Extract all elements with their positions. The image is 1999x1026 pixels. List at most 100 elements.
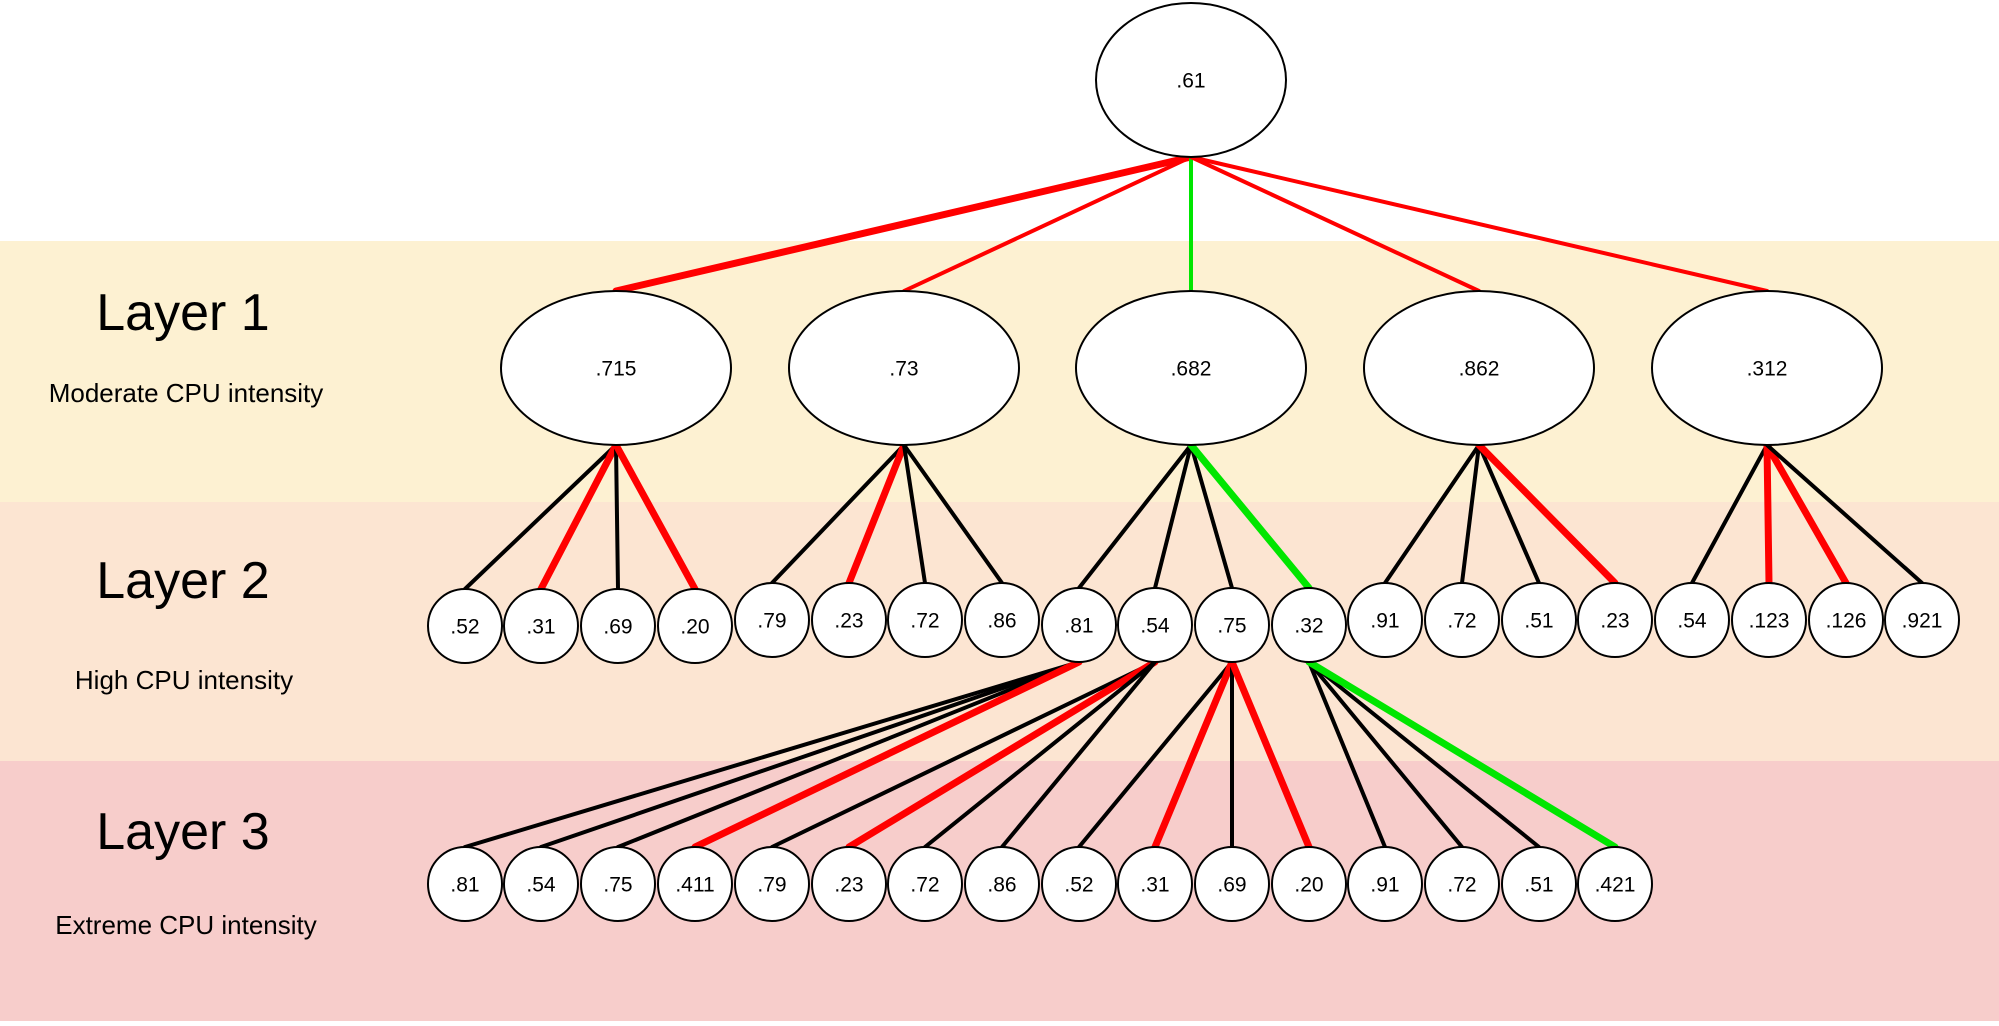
node-label-l2-3: .20 [680,616,709,639]
node-label-l3-10: .69 [1217,874,1246,897]
node-shape-l2-4 [734,582,810,658]
node-shape-l3-3 [657,846,733,922]
node-label-l2-4: .79 [757,610,786,633]
edge-l1-3-to-l2-15 [1475,441,1619,587]
node-label-l2-16: .54 [1677,610,1707,633]
node-shape-l2-8 [1041,587,1117,663]
tree-node-l3-7: .86 [964,846,1040,922]
edge-l1-2-to-l2-10 [1189,443,1234,590]
node-shape-l3-13 [1424,846,1500,922]
node-label-l2-17: .123 [1749,610,1790,633]
edge-l2-8-to-l3-2 [616,660,1081,849]
node-shape-l2-16 [1654,582,1730,658]
tree-node-l3-2: .75 [580,846,656,922]
edge-l1-1-to-l2-5 [845,441,908,587]
edge-l1-4-to-l2-19 [1765,443,1924,585]
node-label-l2-15: .23 [1600,610,1629,633]
node-label-l2-10: .75 [1217,615,1246,638]
node-label-l2-13: .72 [1447,610,1476,633]
tree-node-l3-11: .20 [1271,846,1347,922]
node-shape-l2-15 [1577,582,1653,658]
node-label-l1-2: .682 [1171,358,1212,381]
tree-node-l2-11: .32 [1271,587,1347,663]
node-label-l1-4: .312 [1747,358,1788,381]
tree-node-l2-18: .126 [1808,582,1884,658]
edge-root-to-l1-4 [1189,155,1769,293]
tree-node-l3-13: .72 [1424,846,1500,922]
node-label-l3-5: .23 [834,874,863,897]
tree-node-l3-4: .79 [734,846,810,922]
tree-edges [463,153,1924,851]
edge-l1-2-to-l2-11 [1187,441,1313,592]
node-label-l3-4: .79 [757,874,786,897]
edge-l2-10-to-l3-8 [1077,660,1234,849]
node-shape-l1-2 [1075,290,1307,446]
node-shape-l2-6 [887,582,963,658]
node-shape-l2-2 [580,588,656,664]
edge-l1-0-to-l2-0 [463,443,618,591]
edge-l1-3-to-l2-14 [1477,443,1541,585]
edge-l2-8-to-l3-0 [463,660,1081,849]
tree-node-l2-12: .91 [1347,582,1423,658]
node-label-l3-7: .86 [987,874,1016,897]
tree-node-l2-10: .75 [1194,587,1270,663]
tree-node-root: .61 [1095,2,1287,158]
node-label-l2-12: .91 [1370,610,1399,633]
tree-node-l2-4: .79 [734,582,810,658]
node-label-l3-2: .75 [603,874,632,897]
node-label-l2-11: .32 [1294,615,1323,638]
node-label-l2-9: .54 [1140,615,1170,638]
tree-node-l2-5: .23 [811,582,887,658]
edge-l1-2-to-l2-9 [1153,443,1193,590]
tree-node-l3-9: .31 [1117,846,1193,922]
node-label-l2-19: .921 [1902,610,1943,633]
layer3-title: Layer 3 [96,803,269,861]
node-label-l2-8: .81 [1064,615,1093,638]
tree-node-l1-2: .682 [1075,290,1307,446]
edge-l1-0-to-l2-3 [612,441,699,593]
tree-node-l1-3: .862 [1363,290,1595,446]
edge-root-to-l1-1 [902,155,1193,293]
tree-node-l2-16: .54 [1654,582,1730,658]
tree-node-l2-7: .86 [964,582,1040,658]
node-label-l2-18: .126 [1826,610,1867,633]
node-shape-l3-2 [580,846,656,922]
node-shape-l2-5 [811,582,887,658]
node-label-l1-3: .862 [1459,358,1500,381]
node-shape-l3-7 [964,846,1040,922]
node-label-l3-0: .81 [450,874,479,897]
tree-node-l2-2: .69 [580,588,656,664]
node-shape-l2-0 [427,588,503,664]
edge-l2-9-to-l3-5 [845,658,1159,851]
node-label-l3-14: .51 [1524,874,1553,897]
edge-root-to-l1-0 [612,153,1195,295]
tree-node-l2-0: .52 [427,588,503,664]
node-label-l3-3: .411 [675,874,714,897]
node-shape-l3-8 [1041,846,1117,922]
node-shape-l2-18 [1808,582,1884,658]
node-shape-l2-7 [964,582,1040,658]
edge-l1-0-to-l2-2 [614,443,620,591]
node-label-l3-1: .54 [526,874,556,897]
node-shape-l3-0 [427,846,503,922]
node-label-l1-0: .715 [596,358,637,381]
node-shape-l1-1 [788,290,1020,446]
edge-l2-11-to-l3-12 [1307,660,1387,849]
edge-l1-3-to-l2-13 [1460,443,1481,585]
node-shape-l2-11 [1271,587,1347,663]
node-shape-l2-12 [1347,582,1423,658]
edge-l2-8-to-l3-1 [539,660,1081,849]
tree-node-l3-5: .23 [811,846,887,922]
node-label-l3-11: .20 [1294,874,1323,897]
tree-node-l2-14: .51 [1501,582,1577,658]
tree-node-l3-3: .411 [657,846,733,922]
tree-node-l2-3: .20 [657,588,733,664]
tree-node-l1-1: .73 [788,290,1020,446]
node-label-l1-1: .73 [889,358,918,381]
node-shape-l2-14 [1501,582,1577,658]
node-label-l2-7: .86 [987,610,1016,633]
tree-node-l3-0: .81 [427,846,503,922]
layer1-subtitle: Moderate CPU intensity [49,378,324,408]
node-shape-l3-11 [1271,846,1347,922]
